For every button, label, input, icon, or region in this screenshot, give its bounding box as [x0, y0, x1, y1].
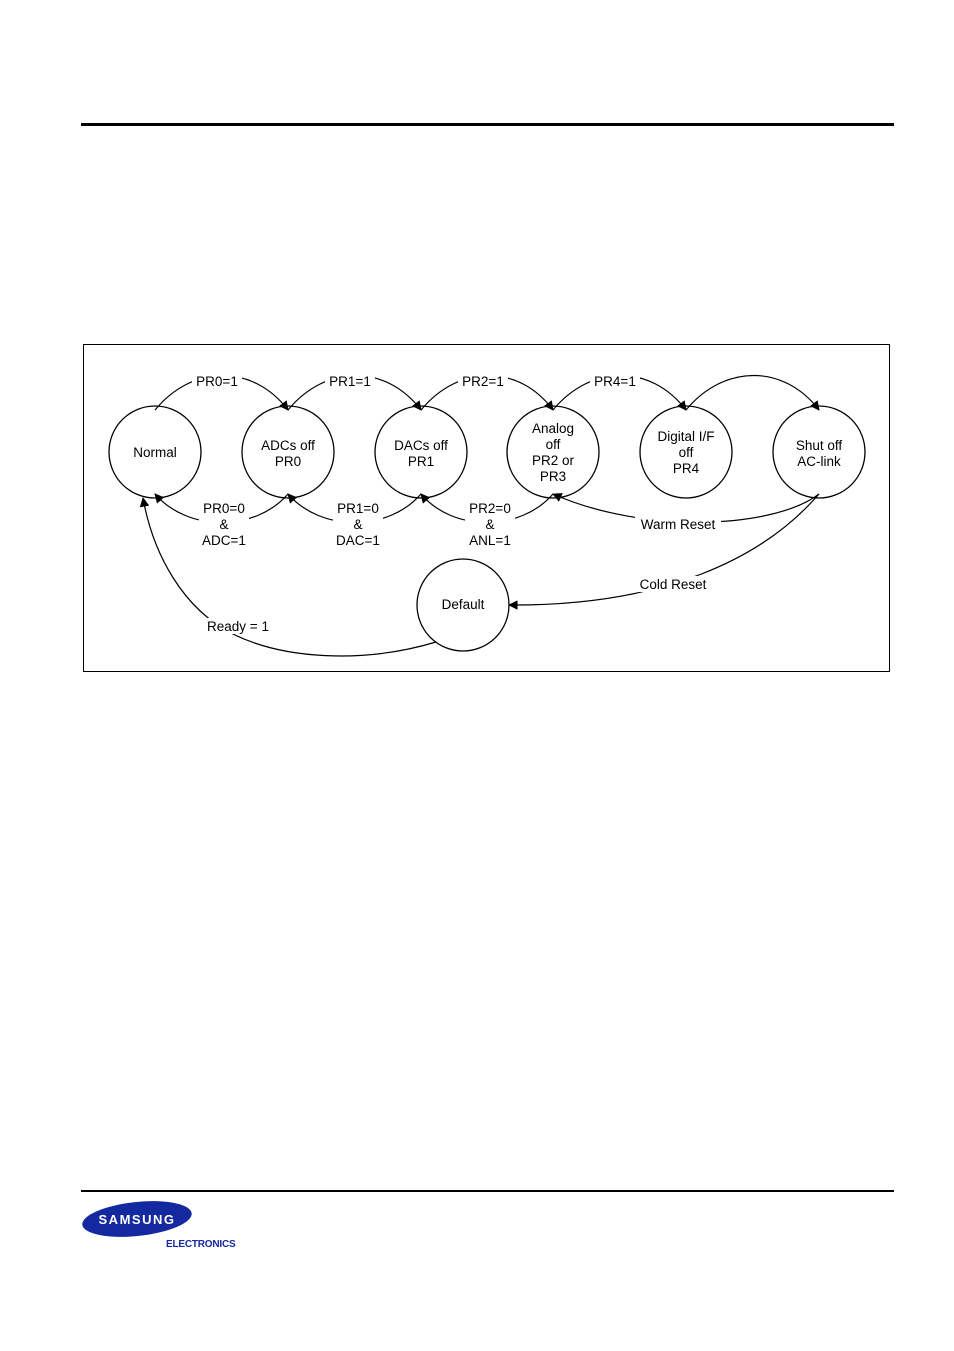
- edge-shutoff: [685, 374, 820, 411]
- state-analog-off: [506, 405, 600, 499]
- label-pr2-set: PR2=1: [462, 374, 504, 389]
- label-cold-reset: Cold Reset: [640, 577, 707, 592]
- label-pr0-set: PR0=1: [196, 374, 238, 389]
- label-pr4-set: PR4=1: [594, 374, 636, 389]
- edge-ready: [139, 497, 437, 657]
- logo-subtext: ELECTRONICS: [166, 1239, 236, 1250]
- label-pr1-set: PR1=1: [329, 374, 371, 389]
- svg-text:SAMSUNG: SAMSUNG: [99, 1212, 176, 1227]
- state-normal-label: Normal: [133, 445, 177, 460]
- label-pr1-clear: PR1=0&DAC=1: [336, 501, 380, 548]
- samsung-logo: SAMSUNG: [82, 1201, 192, 1237]
- label-warm-reset: Warm Reset: [641, 517, 716, 532]
- edge-cold-reset: [508, 493, 820, 610]
- label-pr2-clear: PR2=0&ANL=1: [469, 501, 511, 548]
- label-pr0-clear: PR0=0&ADC=1: [202, 501, 246, 548]
- header-rule: [81, 123, 894, 126]
- state-default-label: Default: [442, 597, 485, 612]
- label-ready: Ready = 1: [207, 619, 269, 634]
- footer-rule: [81, 1190, 894, 1192]
